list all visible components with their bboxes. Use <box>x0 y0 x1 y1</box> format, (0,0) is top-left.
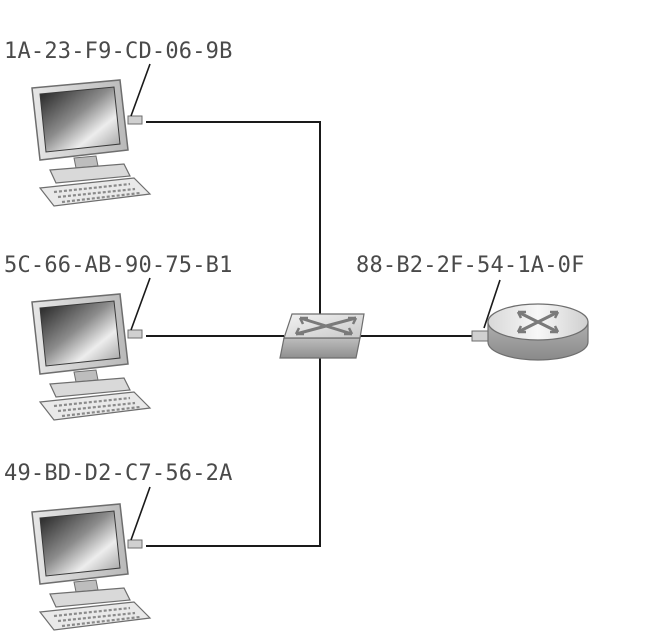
link-host1-switch <box>146 121 321 316</box>
host-computer-2: 5C-66-AB-90-75-B1 <box>4 253 233 422</box>
switch-icon <box>279 313 365 359</box>
link-host3-switch <box>146 358 321 547</box>
router-mac-pointer <box>483 279 501 329</box>
host-3-mac-pointer <box>130 486 151 541</box>
host-computer-3: 49-BD-D2-C7-56-2A <box>4 461 233 632</box>
router: 88-B2-2F-54-1A-0F <box>356 253 589 361</box>
desktop-computer-icon <box>30 292 152 422</box>
host-2-mac-label: 5C-66-AB-90-75-B1 <box>4 253 233 278</box>
host-computer-1: 1A-23-F9-CD-06-9B <box>4 39 233 208</box>
host-2-mac-pointer <box>130 277 151 331</box>
host-1-mac-pointer <box>130 63 151 117</box>
host-1-mac-label: 1A-23-F9-CD-06-9B <box>4 39 233 64</box>
router-mac-label: 88-B2-2F-54-1A-0F <box>356 253 585 278</box>
router-port <box>471 330 491 342</box>
desktop-computer-icon <box>30 78 152 208</box>
router-icon <box>487 303 589 361</box>
desktop-computer-icon <box>30 502 152 632</box>
host-3-mac-label: 49-BD-D2-C7-56-2A <box>4 461 233 486</box>
